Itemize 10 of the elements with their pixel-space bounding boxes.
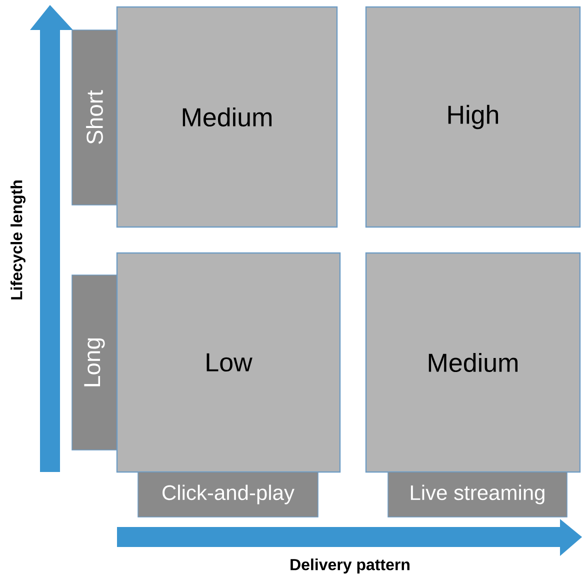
axis-label: Lifecycle length — [10, 180, 26, 300]
matrix-cell: Medium — [116, 6, 338, 228]
column-header: Live streaming — [388, 472, 568, 518]
row-header: Long — [72, 274, 118, 450]
column-header: Click-and-play — [138, 472, 318, 518]
axis-label: Delivery pattern — [290, 558, 410, 574]
matrix-cell: Low — [116, 252, 341, 473]
matrix-cell: High — [365, 6, 581, 228]
row-header: Short — [72, 30, 118, 206]
matrix-cell: Medium — [365, 252, 581, 473]
